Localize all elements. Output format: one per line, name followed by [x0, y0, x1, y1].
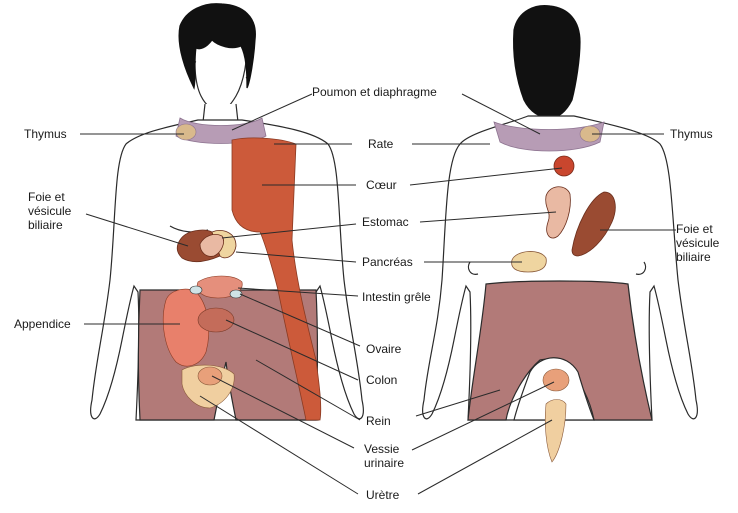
label-pancreas: Pancréas: [362, 255, 413, 269]
label-coeur: Cœur: [366, 178, 397, 192]
front-bladder: [198, 367, 222, 385]
label-thymus-front: Thymus: [24, 127, 67, 141]
front-colon-shape: [198, 308, 234, 332]
label-colon: Colon: [366, 373, 397, 387]
front-thymus: [176, 124, 196, 140]
label-foie-back: Foie et vésicule biliaire: [676, 222, 719, 264]
label-intestin-grele: Intestin grêle: [362, 290, 431, 304]
back-heart: [554, 156, 574, 176]
back-urethra-zone: [545, 400, 566, 463]
leader-uretre-back: [418, 420, 552, 494]
front-body: [91, 4, 364, 420]
label-vessie-urinaire: Vessie urinaire: [364, 442, 404, 470]
label-ovaire: Ovaire: [366, 342, 401, 356]
label-estomac: Estomac: [362, 215, 409, 229]
front-ovary-left: [190, 286, 202, 294]
back-head-hair: [514, 6, 580, 118]
label-appendice: Appendice: [14, 317, 71, 331]
front-neck: [203, 104, 238, 122]
back-bladder: [543, 369, 569, 391]
label-thymus-back: Thymus: [670, 127, 713, 141]
label-rein: Rein: [366, 414, 391, 428]
label-poumon-diaphragme: Poumon et diaphragme: [312, 85, 437, 99]
label-uretre: Urètre: [366, 488, 399, 502]
label-foie-front: Foie et vésicule biliaire: [28, 190, 71, 232]
label-rate: Rate: [368, 137, 393, 151]
